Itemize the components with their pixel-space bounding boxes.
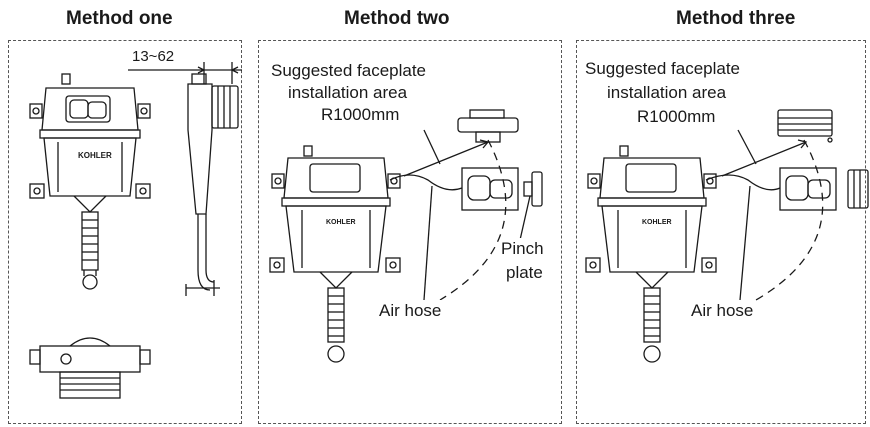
method-three-air-hose-label: Air hose	[690, 300, 755, 321]
method-three-area-label-line1: Suggested faceplate	[584, 58, 742, 79]
method-two-area-label-line3: R1000mm	[320, 104, 401, 125]
method-three-panel	[576, 40, 866, 424]
method-two-pinch-label-line2: plate	[505, 262, 544, 283]
method-three-area-label-line2: installation area	[606, 82, 728, 103]
method-three-area-label-line3: R1000mm	[636, 106, 717, 127]
method-one-dimension-label: 13~62	[132, 48, 175, 65]
method-two-logo: KOHLER	[326, 219, 356, 226]
method-one-cistern-top	[29, 337, 151, 399]
method-three-logo: KOHLER	[642, 219, 672, 226]
method-one-panel	[8, 40, 242, 424]
method-one-cistern-side	[128, 62, 242, 296]
method-two-area-label-line1: Suggested faceplate	[270, 60, 428, 81]
method-one-title: Method one	[66, 8, 173, 29]
method-two-air-hose-label: Air hose	[378, 300, 443, 321]
method-two-cistern	[269, 109, 543, 363]
method-two-panel	[258, 40, 562, 424]
method-three-cistern	[585, 109, 869, 363]
method-two-title: Method two	[344, 8, 450, 29]
method-one-cistern-front	[29, 73, 151, 290]
method-one-logo: KOHLER	[78, 151, 112, 160]
method-two-area-label-line2: installation area	[287, 82, 409, 103]
method-three-title: Method three	[676, 8, 796, 29]
method-two-pinch-label-line1: Pinch	[500, 238, 545, 259]
